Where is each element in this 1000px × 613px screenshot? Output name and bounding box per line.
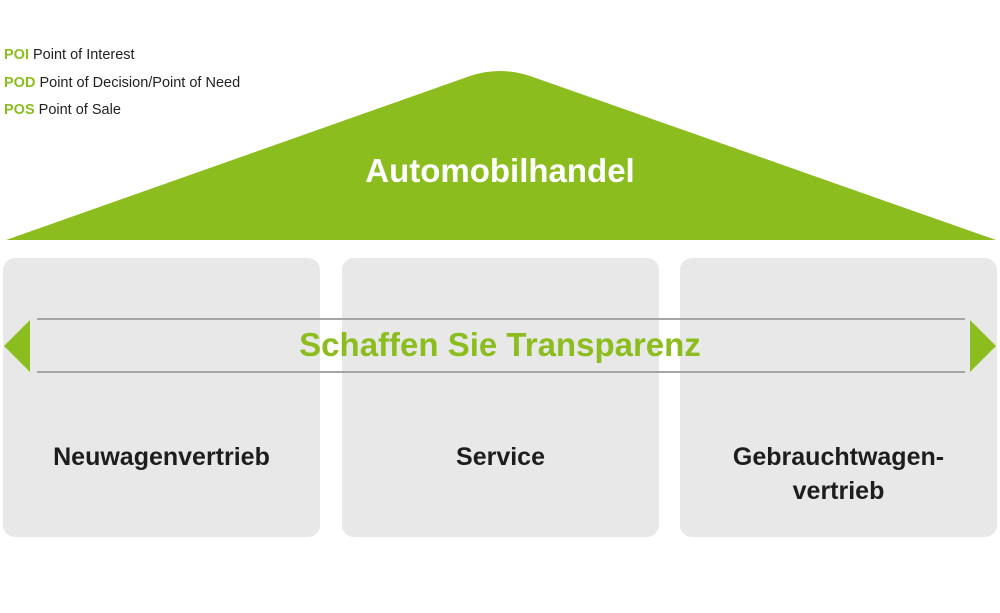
band-bottom-line bbox=[37, 371, 965, 373]
legend-abbr: POI bbox=[4, 47, 29, 63]
pillar-neuwagenvertrieb bbox=[3, 258, 320, 537]
pillar-service bbox=[342, 258, 659, 537]
pillar-label-neuwagenvertrieb: Neuwagenvertrieb bbox=[53, 443, 270, 471]
arrow-right-icon bbox=[970, 320, 996, 372]
legend-text: Point of Interest bbox=[33, 47, 135, 63]
roof-shape bbox=[6, 71, 996, 240]
arrow-left-icon bbox=[4, 320, 30, 372]
legend-text: Point of Decision/Point of Need bbox=[39, 74, 241, 91]
roof-title: Automobilhandel bbox=[365, 152, 635, 189]
legend-abbr: POS bbox=[4, 102, 35, 118]
legend-item-pos: POS Point of Sale bbox=[4, 97, 240, 125]
band-top-line bbox=[37, 318, 965, 320]
pillar-gebrauchtwagenvertrieb bbox=[680, 258, 997, 537]
band-title: Schaffen Sie Transparenz bbox=[299, 326, 701, 363]
legend-item-pod: POD Point of Decision/Point of Need bbox=[4, 70, 240, 98]
legend-abbr: POD bbox=[4, 74, 36, 91]
pillar-label-gebrauchtwagenvertrieb: Gebrauchtwagen- vertrieb bbox=[732, 443, 945, 505]
legend: POI Point of Interest POD Point of Decis… bbox=[4, 42, 240, 125]
legend-item-poi: POI Point of Interest bbox=[4, 42, 240, 70]
legend-text: Point of Sale bbox=[38, 102, 121, 118]
pillar-label-service: Service bbox=[456, 443, 545, 471]
roof-triangle bbox=[6, 71, 996, 240]
